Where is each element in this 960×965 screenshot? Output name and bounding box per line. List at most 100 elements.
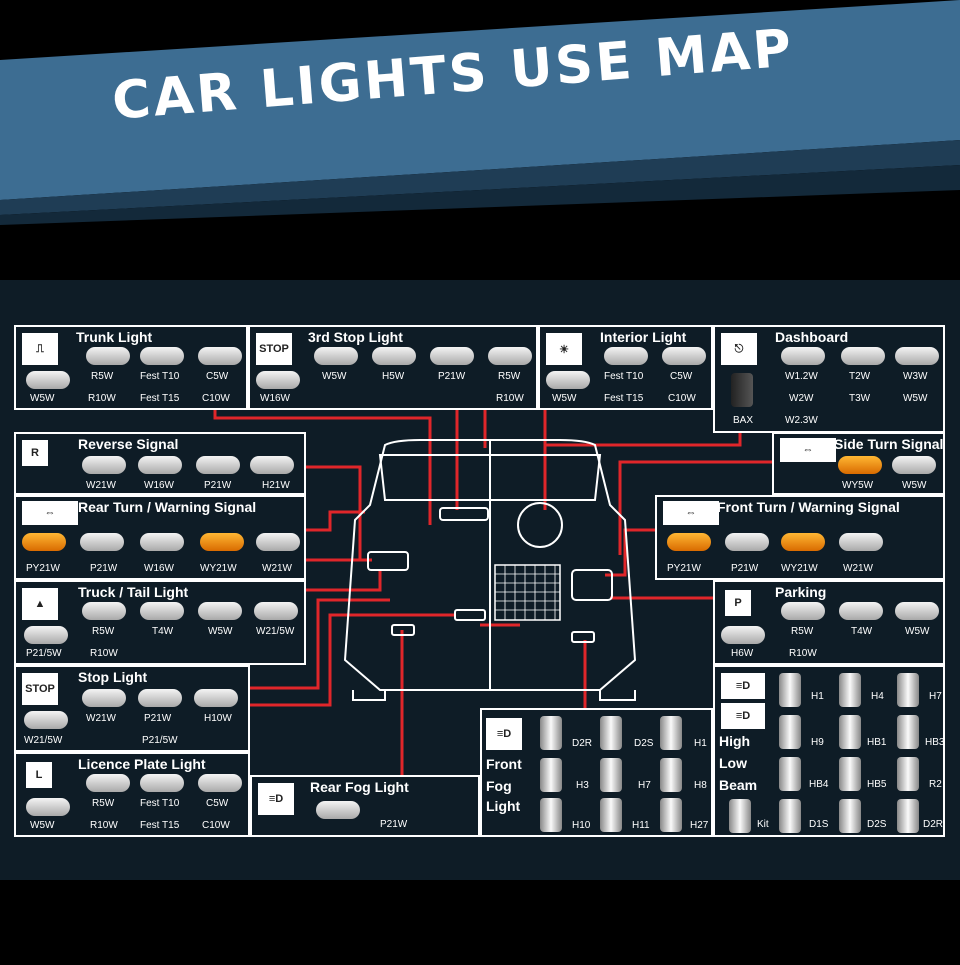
panel-title: Side Turn Signal <box>834 436 944 452</box>
panel-high-low-beam: ≡D ≡D High Low Beam H1 H4 H7 H9 HB1 HB3 … <box>713 665 945 837</box>
bulb-label: R10W <box>789 648 817 659</box>
bulb-label: W21W <box>843 563 873 574</box>
panel-truck-tail-light: ▲ Truck / Tail Light P21/5W R5W R10W T4W… <box>14 580 306 665</box>
bulb-icon <box>196 456 240 474</box>
bulb-icon <box>604 347 648 365</box>
bulb-icon <box>82 602 126 620</box>
bulb-label: H1 <box>811 691 824 702</box>
bulb-label: T2W <box>849 371 871 382</box>
panel-interior-light: ☀ Interior Light W5W Fest T10 Fest T15 C… <box>538 325 713 410</box>
bulb-label: HB1 <box>867 737 887 748</box>
bulb-icon <box>140 533 184 551</box>
bulb-icon <box>895 347 939 365</box>
bulb-icon <box>140 774 184 792</box>
grille <box>495 565 560 620</box>
bulb-label: R10W <box>90 648 118 659</box>
bulb-label: H1 <box>694 738 707 749</box>
bulb-icon <box>897 715 919 749</box>
bulb-icon <box>200 533 244 551</box>
interior-light-icon: ☀ <box>546 333 582 365</box>
bulb-label: R10W <box>90 820 118 831</box>
bulb-label: H11 <box>632 820 650 831</box>
bulb-label: R2 <box>929 779 942 790</box>
fog-light-icon: ≡D <box>486 718 522 750</box>
bulb-label: HB3 <box>925 737 945 748</box>
bulb-label: R5W <box>92 626 115 637</box>
bulb-label: R10W <box>496 393 524 404</box>
bulb-label: H7 <box>638 780 651 791</box>
bulb-label: R10W <box>88 393 116 404</box>
panel-dashboard: ⎋ Dashboard BAX W1.2W W2W W2.3W T2W T3W … <box>713 325 945 433</box>
bulb-icon <box>198 602 242 620</box>
bulb-label: PY21W <box>26 563 60 574</box>
bulb-icon <box>22 533 66 551</box>
panel-title: 3rd Stop Light <box>308 329 403 345</box>
panel-title-line: Beam <box>719 777 758 793</box>
bulb-icon <box>80 533 124 551</box>
bulb-label: W21W <box>86 713 116 724</box>
bulb-icon <box>86 774 130 792</box>
bulb-label: W2.3W <box>785 415 818 426</box>
tail-light-icon: ▲ <box>22 588 58 620</box>
bulb-label: R5W <box>791 626 814 637</box>
bulb-icon <box>314 347 358 365</box>
panel-front-turn-signal: ⇔ Front Turn / Warning Signal PY21W P21W… <box>655 495 945 580</box>
title-banner <box>0 0 960 280</box>
bulb-icon <box>26 798 70 816</box>
bulb-icon <box>254 602 298 620</box>
bulb-icon <box>839 715 861 749</box>
bulb-icon <box>781 533 825 551</box>
bulb-icon <box>26 371 70 389</box>
bulb-icon <box>600 716 622 750</box>
bulb-label: C5W <box>206 798 229 809</box>
bulb-icon <box>86 347 130 365</box>
bulb-icon <box>316 801 360 819</box>
panel-title-line: Fog <box>486 778 512 794</box>
panel-rear-turn-signal: ⇔ Rear Turn / Warning Signal PY21W P21W … <box>14 495 306 580</box>
bulb-label: W21/5W <box>256 626 295 637</box>
bulb-icon <box>839 533 883 551</box>
bulb-icon <box>667 533 711 551</box>
panel-title-line: Light <box>486 798 521 814</box>
bulb-icon <box>660 716 682 750</box>
bulb-label: H4 <box>871 691 884 702</box>
panel-title-line: Front <box>486 756 522 772</box>
bulb-icon <box>839 602 883 620</box>
bulb-icon <box>488 347 532 365</box>
panel-rear-fog-light: ≡D Rear Fog Light P21W <box>250 775 480 837</box>
bulb-label: Fest T15 <box>140 393 180 404</box>
bulb-icon <box>897 799 919 833</box>
bulb-label: H10W <box>204 713 232 724</box>
bulb-label: W16W <box>144 480 174 491</box>
bulb-icon <box>897 757 919 791</box>
bulb-label: R5W <box>92 798 115 809</box>
bulb-label: H10 <box>572 820 591 831</box>
reverse-symbol-icon: R <box>22 440 48 466</box>
bulb-label: P21W <box>204 480 232 491</box>
bulb-label: W5W <box>208 626 233 637</box>
bulb-label: D2R <box>572 738 593 749</box>
bulb-label: H7 <box>929 691 942 702</box>
panel-title: Truck / Tail Light <box>78 584 189 600</box>
bulb-label: W3W <box>903 371 928 382</box>
bulb-icon <box>839 673 861 707</box>
bulb-icon <box>660 798 682 832</box>
arrows-icon: ⇔ <box>663 501 719 525</box>
bulb-label: P21W <box>380 819 408 830</box>
bulb-label: D1S <box>809 819 829 830</box>
bulb-icon <box>430 347 474 365</box>
bulb-icon <box>138 689 182 707</box>
bulb-icon <box>82 689 126 707</box>
panel-reverse-signal: R Reverse Signal W21W W16W P21W H21W <box>14 432 306 495</box>
bulb-label: Fest T15 <box>140 820 180 831</box>
bulb-icon <box>895 602 939 620</box>
bulb-icon <box>839 757 861 791</box>
panel-title: Interior Light <box>600 329 687 345</box>
bulb-label: P21/5W <box>26 648 62 659</box>
bulb-label: W2W <box>789 393 814 404</box>
panel-title: Dashboard <box>775 329 849 345</box>
bulb-icon <box>372 347 416 365</box>
bulb-label: Fest T10 <box>140 371 180 382</box>
bulb-label: W5W <box>552 393 577 404</box>
